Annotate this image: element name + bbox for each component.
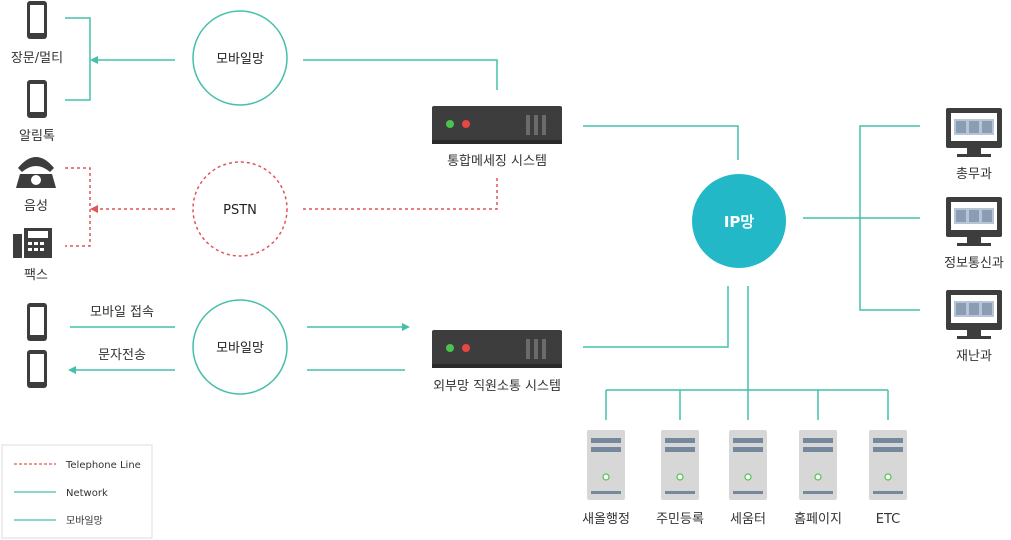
line-ip-to-departments: [803, 125, 920, 311]
server-tower-icon: [799, 430, 837, 500]
integrated-messaging-label: 통합메세징 시스템: [447, 154, 547, 169]
phone-icon: [27, 1, 47, 39]
phone-icon: [27, 303, 47, 341]
fax-icon: [13, 228, 52, 258]
monitor-icon: [946, 290, 1002, 339]
server-label: 세움터: [730, 512, 766, 527]
connection-lines: [65, 17, 920, 420]
server-tower-icon: [729, 430, 767, 500]
legend-network-label: Network: [66, 488, 108, 499]
mobile-network-node: 모바일망: [192, 299, 288, 395]
server-label: ETC: [876, 512, 900, 527]
mobile-access-label: 모바일 접속: [90, 305, 154, 320]
voice-label: 음성: [24, 199, 48, 214]
server-label: 주민등록: [656, 512, 704, 527]
line-pstn-to-integrated: [303, 178, 498, 210]
svg-text:PSTN: PSTN: [223, 203, 257, 218]
pstn-node: PSTN: [192, 161, 288, 257]
server-tower-icon: [661, 430, 699, 500]
svg-text:모바일망: 모바일망: [216, 52, 264, 67]
fax-label: 팩스: [24, 268, 48, 283]
phone-icon: [27, 80, 47, 118]
legend: Telephone Line Network 모바일망: [1, 444, 153, 539]
svg-text:모바일망: 모바일망: [216, 341, 264, 356]
server-tower-icon: [869, 430, 907, 500]
line-mobile-to-integrated: [303, 59, 498, 90]
monitor-icon: [946, 108, 1002, 157]
ip-network-node: IP망: [692, 174, 786, 268]
server-label: 새올행정: [582, 511, 630, 527]
server-label: 홈페이지: [794, 512, 842, 527]
server-towers: 새올행정 주민등록 세움터 홈페이지 ETC: [582, 430, 907, 527]
svg-text:IP망: IP망: [724, 213, 755, 231]
department-label: 재난과: [956, 349, 992, 364]
sms-multi-label: 장문/멀티: [11, 51, 63, 66]
line-integrated-to-ip: [583, 125, 739, 160]
external-system-label: 외부망 직원소통 시스템: [433, 379, 561, 394]
line-external-to-ip: [583, 286, 729, 348]
telephone-icon: [16, 157, 56, 188]
department-label: 정보통신과: [944, 256, 1004, 271]
alimtalk-label: 알림톡: [19, 129, 55, 144]
legend-telephone-label: Telephone Line: [65, 460, 141, 471]
line-phone-bracket-top: [65, 17, 91, 101]
line-pstn-bracket: [65, 167, 91, 247]
department-label: 총무과: [956, 167, 992, 182]
server-tower-icon: [587, 430, 625, 500]
line-ip-to-servers: [605, 286, 889, 420]
phone-icon: [27, 350, 47, 388]
monitor-icon: [946, 197, 1002, 246]
external-system-server-icon: [432, 330, 562, 368]
mobile-network-node: 모바일망: [192, 10, 288, 106]
legend-mobile-label: 모바일망: [66, 515, 103, 527]
sms-send-label: 문자전송: [98, 348, 146, 363]
integrated-messaging-server-icon: [432, 106, 562, 144]
